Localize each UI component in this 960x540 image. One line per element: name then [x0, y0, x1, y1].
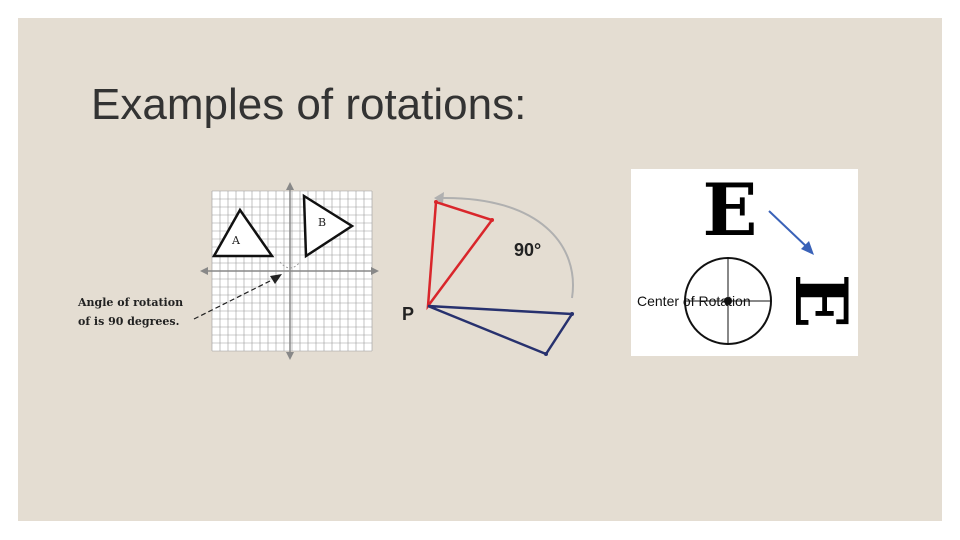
rotation-direction-arrowhead [801, 241, 814, 255]
letter-rotation-figure: E E Center of Rotation [631, 167, 864, 356]
triangle-b [302, 193, 355, 259]
rotation-arc [439, 196, 574, 299]
grid-caption-line2: of is 90 degrees. [78, 315, 179, 328]
center-of-rotation-label: Center of Rotation [637, 293, 751, 309]
letter-e-rotated-group: E [779, 274, 864, 329]
triangle-a-label: A [231, 234, 241, 247]
red-vertex [434, 200, 438, 204]
triangle-a [211, 207, 275, 258]
angle-label: 90° [514, 240, 541, 260]
point-p-label: P [402, 304, 414, 324]
letter-rotation-svg: E E Center of Rotation [637, 167, 864, 345]
arc-rotation-svg: 90° P [402, 192, 575, 356]
rotation-arc-dotted [279, 261, 301, 269]
x-axis-right-arrow [371, 267, 379, 275]
red-vertex [490, 218, 494, 222]
grid-rotation-svg: A B Angle of rotation of is 90 degrees. [77, 182, 379, 360]
blue-triangle [427, 304, 575, 356]
slide: Examples of rotations: A B Angle of r [18, 18, 942, 521]
rotation-arc-arrowhead [434, 192, 444, 204]
center-dot [724, 297, 732, 305]
x-axis-left-arrow [200, 267, 208, 275]
y-axis-top-arrow [286, 182, 294, 190]
red-triangle [426, 200, 495, 311]
grid-rotation-figure: A B Angle of rotation of is 90 degrees. [76, 166, 379, 360]
arc-rotation-figure: 90° P [380, 176, 580, 362]
center-pointer-line [193, 277, 277, 320]
blue-vertex [544, 352, 548, 356]
slide-title: Examples of rotations: [91, 80, 527, 129]
letter-e-rotated: E [779, 274, 864, 329]
center-pointer-arrowhead [270, 274, 282, 284]
letter-e-original: E [703, 167, 758, 252]
triangle-b-label: B [318, 216, 326, 229]
rotation-direction-arrow [768, 210, 810, 250]
blue-vertex [570, 312, 574, 316]
grid-caption-line1: Angle of rotation [77, 296, 183, 309]
y-axis-bottom-arrow [286, 352, 294, 360]
